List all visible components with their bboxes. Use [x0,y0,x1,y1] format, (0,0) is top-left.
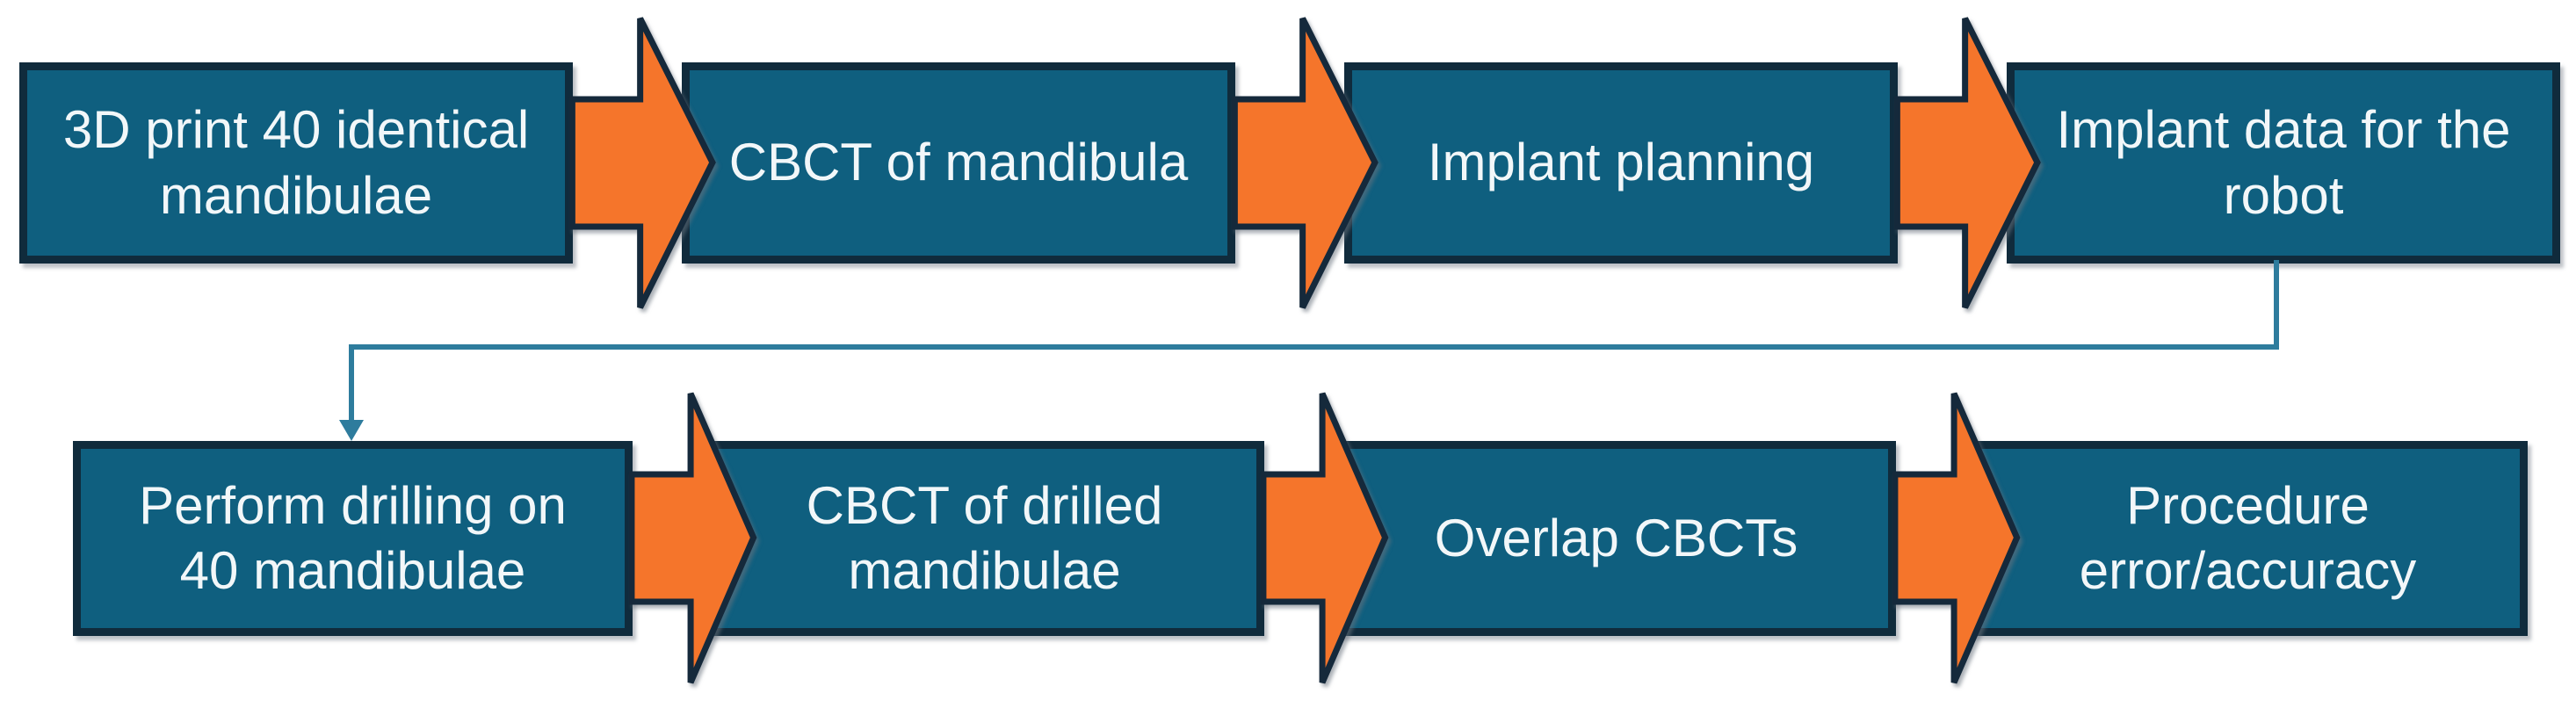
step-box-cbct-of-mandibula: CBCT of mandibula [682,62,1235,264]
flow-arrow-icon [629,387,757,690]
step-label: Implant data for the robot [2056,100,2511,225]
step-box-procedure-error-accuracy: Procedure error/accuracy [1968,441,2528,636]
connector-line-vertical-right [2274,260,2279,350]
flow-arrow-icon [1892,387,2021,690]
flow-arrow-icon [569,11,717,314]
step-label: Implant planning [1427,133,1815,192]
step-box-implant-data-for-robot: Implant data for the robot [2007,62,2560,264]
connector-arrowhead-icon [339,420,364,441]
flow-arrow-icon [1232,11,1379,314]
step-label: Overlap CBCTs [1434,508,1798,567]
flow-arrow-icon [1894,11,2042,314]
step-box-implant-planning: Implant planning [1344,62,1898,264]
flow-arrow-icon [1261,387,1389,690]
connector-line-horizontal [349,344,2279,350]
step-label: CBCT of mandibula [728,133,1189,192]
step-label: Procedure error/accuracy [2079,475,2417,600]
step-box-overlap-cbcts: Overlap CBCTs [1336,441,1896,636]
step-box-cbct-of-drilled-mandibulae: CBCT of drilled mandibulae [705,441,1264,636]
step-box-perform-drilling: Perform drilling on 40 mandibulae [73,441,633,636]
step-label: Perform drilling on 40 mandibulae [139,475,567,600]
step-box-3d-print-mandibulae: 3D print 40 identical mandibulae [19,62,573,264]
step-label: 3D print 40 identical mandibulae [62,100,530,225]
connector-line-vertical-left [349,344,354,422]
step-label: CBCT of drilled mandibulae [806,475,1163,600]
